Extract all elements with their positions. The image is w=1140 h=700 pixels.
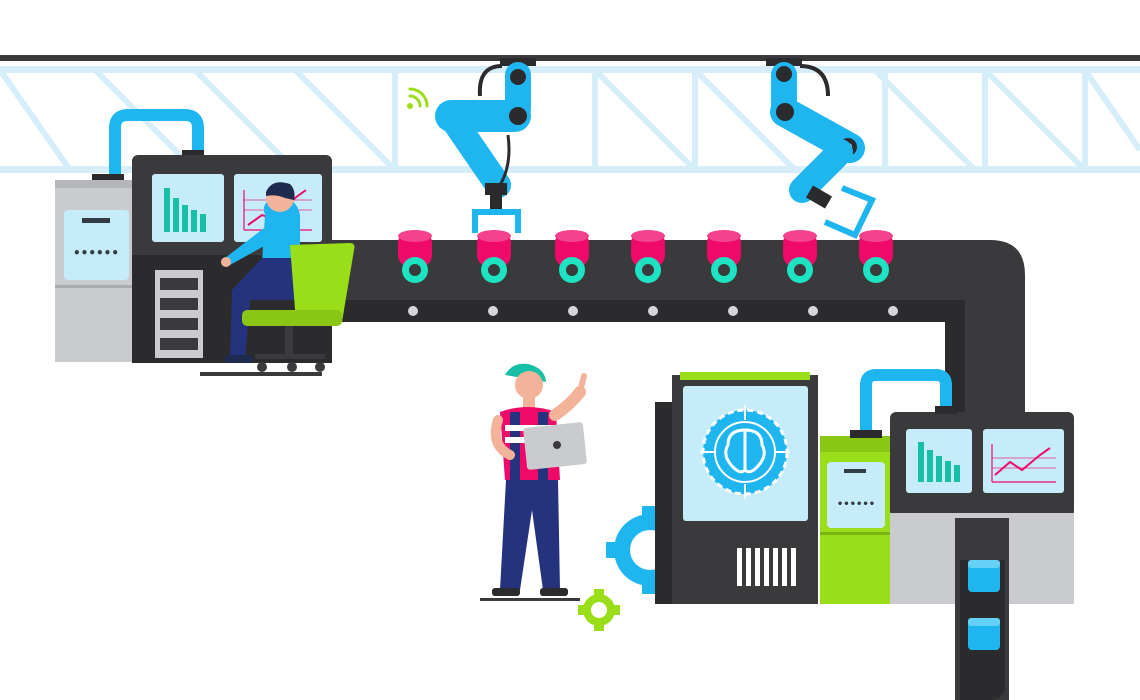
line-chart-icon bbox=[991, 444, 1056, 483]
bar-chart-icon bbox=[918, 442, 960, 482]
conveyor-product bbox=[783, 230, 817, 283]
conveyor-product bbox=[398, 230, 432, 283]
seated-operator bbox=[200, 182, 355, 376]
bar-chart-icon bbox=[164, 188, 206, 232]
conveyor-product bbox=[707, 230, 741, 283]
wifi-icon bbox=[407, 87, 429, 109]
conveyor-product bbox=[555, 230, 589, 283]
standing-engineer bbox=[480, 363, 587, 601]
right-display-dots: •••••• bbox=[837, 499, 875, 510]
conveyor-product bbox=[859, 230, 893, 283]
conveyor-product bbox=[631, 230, 665, 283]
conveyor-products bbox=[398, 230, 893, 283]
overhead-truss bbox=[0, 55, 1140, 173]
ai-machine bbox=[655, 372, 818, 604]
robot-arm-icon bbox=[766, 58, 877, 239]
line-chart-screen bbox=[983, 429, 1064, 493]
right-workstation: •••••• bbox=[820, 369, 1074, 700]
brain-chip-icon bbox=[700, 405, 790, 499]
right-cabinet-display bbox=[827, 462, 885, 528]
conveyor-belt bbox=[290, 240, 1025, 420]
left-display-dots: •••••• bbox=[73, 246, 119, 260]
gear-icon bbox=[578, 589, 620, 631]
vent-grille bbox=[737, 548, 796, 586]
robot-arm-icon bbox=[435, 58, 536, 233]
left-cabinet-display bbox=[64, 210, 129, 280]
conveyor-product bbox=[477, 230, 511, 283]
